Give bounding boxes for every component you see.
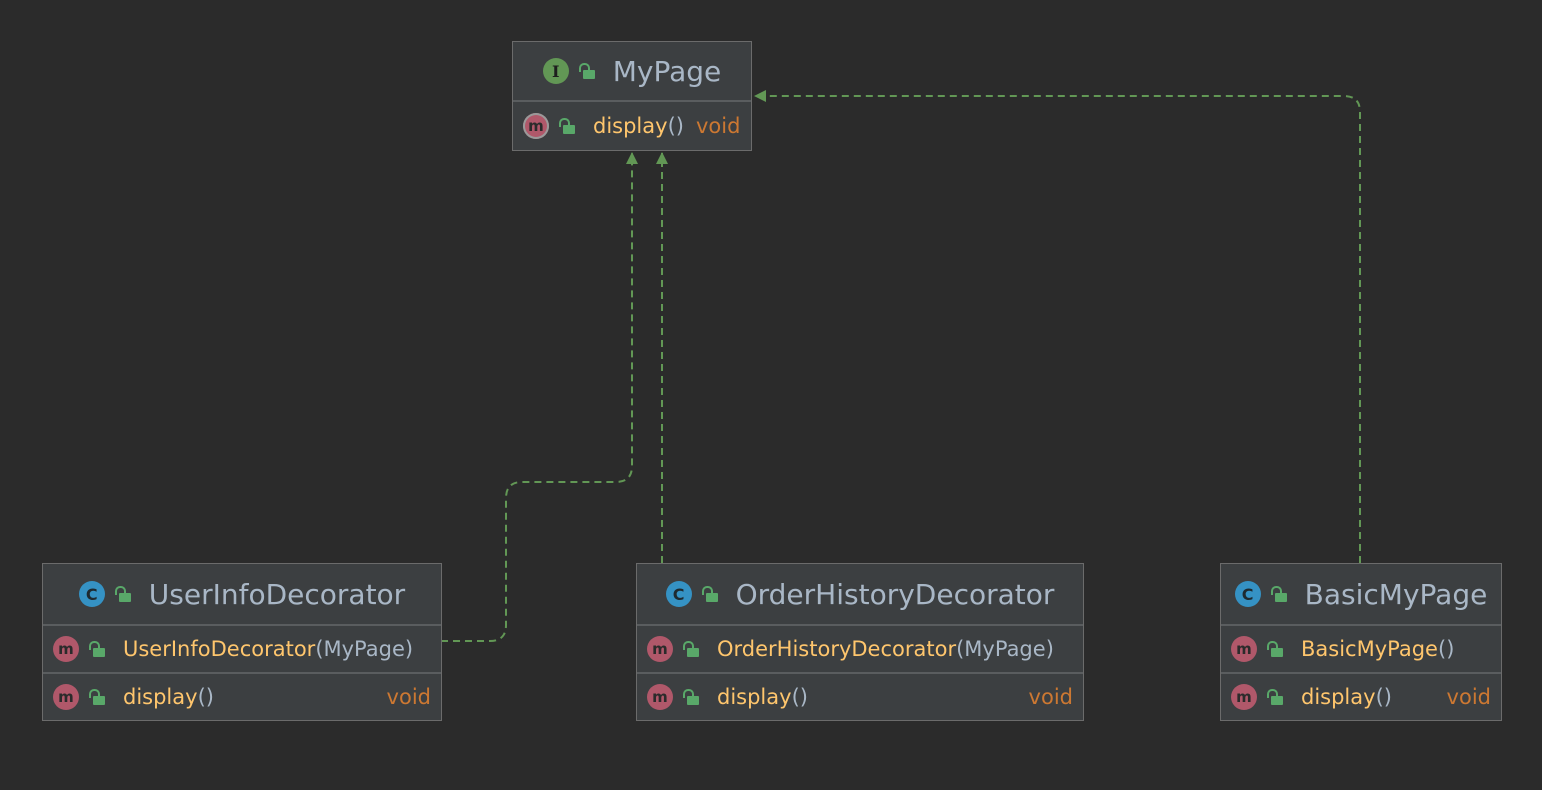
edge-basic-to-mypage [754,90,1361,563]
node-mypage[interactable]: I MyPage m display() void [512,41,752,151]
class-icon: C [665,581,692,607]
public-lock-icon [89,688,107,706]
return-type: void [1028,685,1073,709]
return-type: void [386,685,431,709]
edge-userinfo-to-mypage [441,152,638,642]
public-lock-icon [683,640,701,658]
method-icon: m [53,636,79,662]
public-lock-icon [89,640,107,658]
member-row[interactable]: m display() void [637,674,1083,720]
interface-icon: I [542,58,569,84]
return-type: void [695,114,741,138]
return-type: void [1446,685,1491,709]
node-basicmypage-header: C BasicMyPage [1221,564,1501,626]
member-row[interactable]: m BasicMyPage() [1221,626,1501,674]
node-mypage-header: I MyPage [513,42,751,102]
method-icon: m [1231,684,1257,710]
node-userinfodecorator[interactable]: C UserInfoDecorator m UserInfoDecorator(… [42,563,442,721]
constructor-name: UserInfoDecorator(MyPage) [123,637,414,661]
method-name: display() [1301,685,1392,709]
node-userinfodecorator-header: C UserInfoDecorator [43,564,441,626]
class-icon: C [78,581,105,607]
public-lock-icon [559,117,577,135]
node-orderhistorydecorator-title: OrderHistoryDecorator [735,577,1055,611]
method-icon: m [53,684,79,710]
member-row[interactable]: m display() void [43,674,441,720]
member-row[interactable]: m display() void [1221,674,1501,720]
constructor-name: OrderHistoryDecorator(MyPage) [717,637,1054,661]
node-basicmypage[interactable]: C BasicMyPage m BasicMyPage() m display(… [1220,563,1502,721]
public-lock-icon [578,62,597,80]
param-type: MyPage [964,637,1046,661]
member-row[interactable]: m display() void [513,102,751,150]
node-orderhistorydecorator-header: C OrderHistoryDecorator [637,564,1083,626]
constructor-name: BasicMyPage() [1301,637,1455,661]
method-name: display() [593,114,684,138]
public-lock-icon [701,585,720,603]
member-row[interactable]: m UserInfoDecorator(MyPage) [43,626,441,674]
node-orderhistorydecorator[interactable]: C OrderHistoryDecorator m OrderHistoryDe… [636,563,1084,721]
method-icon: m [647,636,673,662]
node-mypage-title: MyPage [612,54,722,88]
param-type: MyPage [323,637,405,661]
method-icon: m [1231,636,1257,662]
public-lock-icon [1267,640,1285,658]
member-row[interactable]: m OrderHistoryDecorator(MyPage) [637,626,1083,674]
public-lock-icon [1270,585,1289,603]
abstract-method-icon: m [523,113,549,139]
method-icon: m [647,684,673,710]
public-lock-icon [114,585,133,603]
public-lock-icon [683,688,701,706]
node-userinfodecorator-title: UserInfoDecorator [148,577,406,611]
method-name: display() [717,685,808,709]
class-icon: C [1234,581,1261,607]
method-name: display() [123,685,214,709]
node-basicmypage-title: BasicMyPage [1304,577,1488,611]
public-lock-icon [1267,688,1285,706]
